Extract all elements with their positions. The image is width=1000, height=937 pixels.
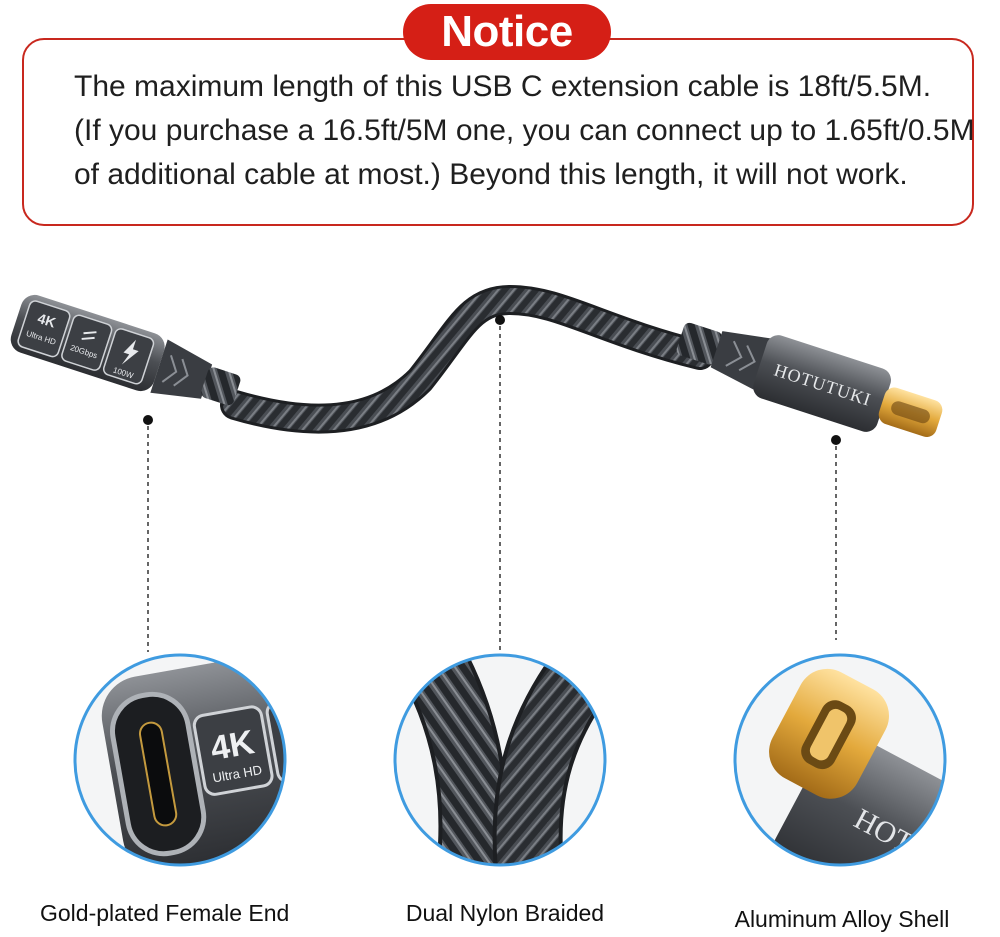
male-connector: HOTUTUKI bbox=[676, 322, 943, 437]
callout-leaders bbox=[143, 315, 841, 652]
zoom-badge-4k: 4K bbox=[208, 723, 258, 768]
female-connector: 4K Ultra HD 20Gbps 100W bbox=[10, 294, 241, 406]
zoom-aluminum-shell: HOT bbox=[733, 653, 947, 867]
badge-4k: 4K bbox=[36, 310, 58, 331]
notice-line-3: of additional cable at most.) Beyond thi… bbox=[74, 158, 908, 191]
speed-icon bbox=[81, 331, 97, 340]
braided-cable bbox=[220, 284, 715, 434]
notice-line-1: The maximum length of this USB C extensi… bbox=[74, 70, 932, 103]
lightning-icon bbox=[121, 339, 139, 365]
caption-dual-nylon-braided: Dual Nylon Braided bbox=[405, 900, 605, 926]
caption-aluminum-alloy-shell: Aluminum Alloy Shell bbox=[734, 906, 950, 932]
notice-title: Notice bbox=[403, 4, 611, 60]
zoom-nylon-braid bbox=[393, 653, 607, 867]
zoom-female-end: 4K Ultra HD bbox=[73, 653, 287, 867]
notice-panel: The maximum length of this USB C extensi… bbox=[22, 38, 975, 226]
caption-gold-plated-female-end: Gold-plated Female End bbox=[40, 900, 290, 926]
notice-line-2: (If you purchase a 16.5ft/5M one, you ca… bbox=[74, 114, 975, 147]
